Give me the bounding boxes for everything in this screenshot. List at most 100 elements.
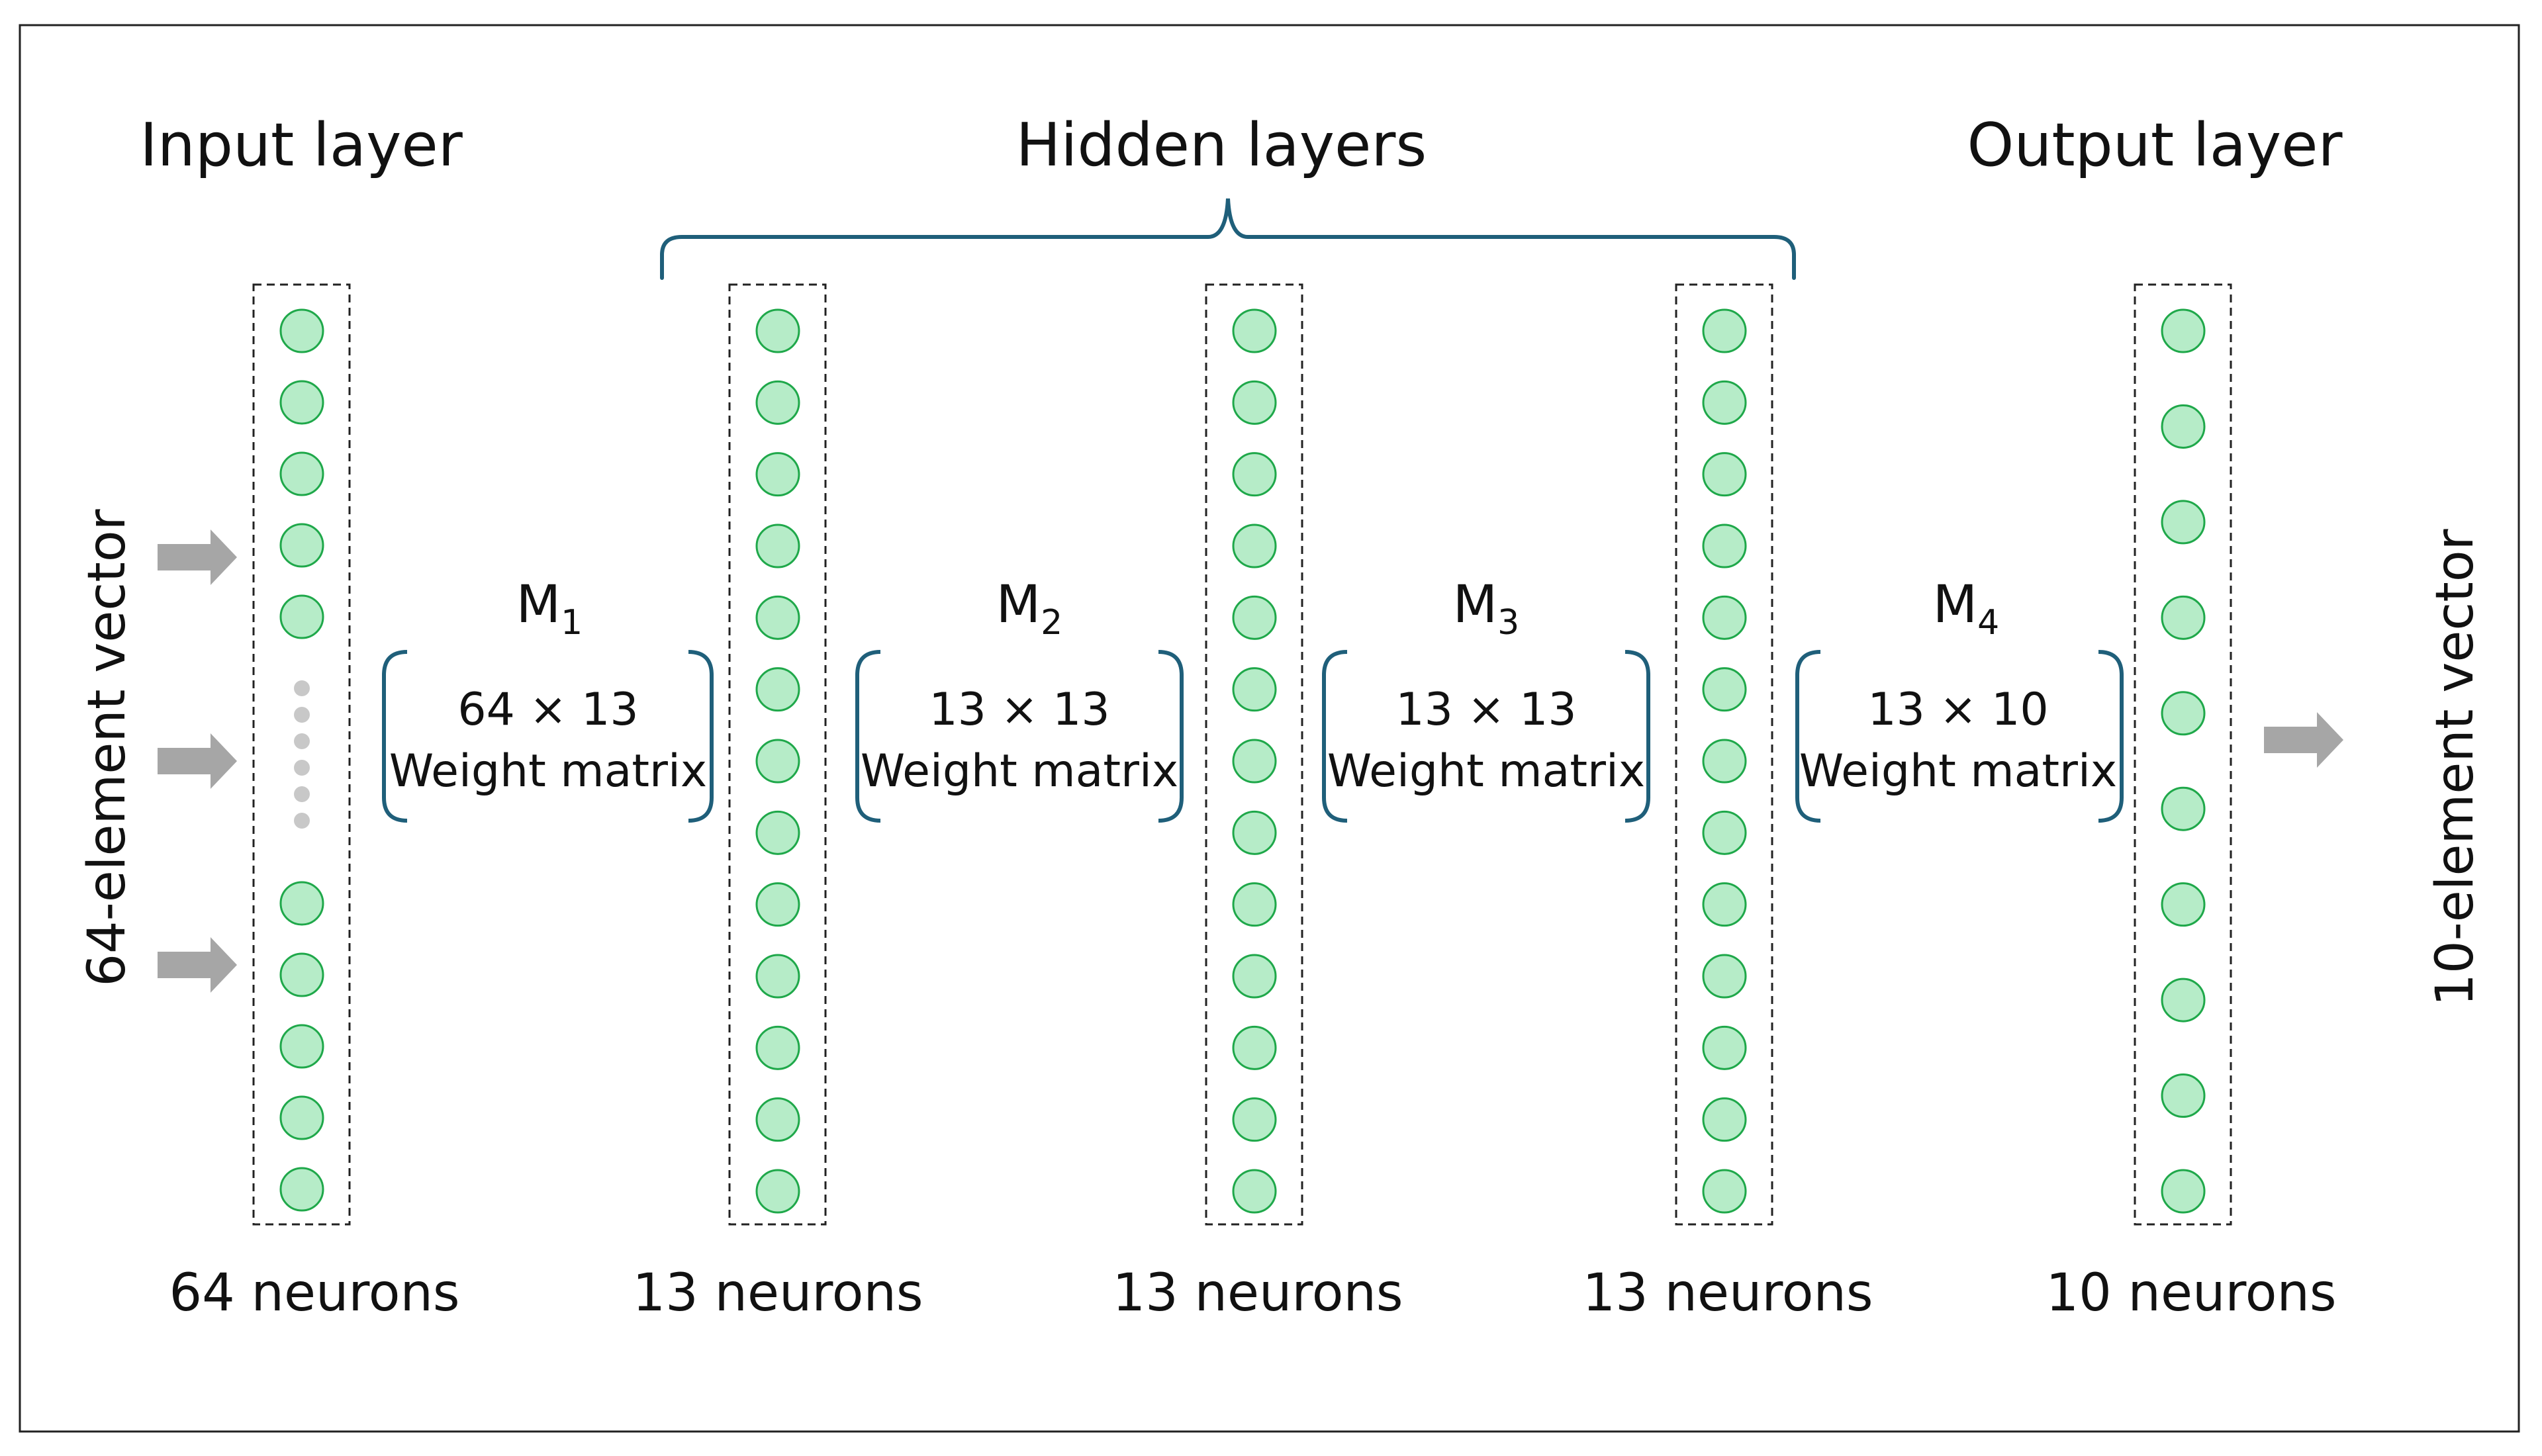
neuron (755, 1025, 800, 1070)
matrix-right-bracket (2098, 650, 2124, 823)
input-arrow-icon (158, 529, 237, 585)
neuron (755, 882, 800, 927)
hidden-layer-2-column (1205, 283, 1303, 1226)
layer-box (252, 283, 351, 1226)
neuron (1232, 595, 1277, 640)
input-arrow-icon (158, 733, 237, 789)
weight-matrix-1: M1 64 × 13 Weight matrix (382, 575, 714, 823)
layer-box (728, 283, 827, 1226)
input-layer-title: Input layer (140, 111, 462, 180)
weight-matrix-2: M2 13 × 13 Weight matrix (855, 575, 1184, 823)
neuron (2161, 1073, 2206, 1118)
neuron (755, 1169, 800, 1214)
layer-box (1675, 283, 1773, 1226)
neuron (1702, 1025, 1747, 1070)
neuron (755, 954, 800, 999)
neuron (1232, 667, 1277, 712)
hidden-layer-1-column (728, 283, 827, 1226)
matrix-caption: Weight matrix (1799, 745, 2117, 797)
ellipsis-dot (294, 786, 310, 802)
input-arrows (158, 529, 237, 993)
neuron (1702, 308, 1747, 353)
matrix-caption: Weight matrix (1327, 745, 1645, 797)
neuron (755, 595, 800, 640)
ellipsis-dot (294, 707, 310, 723)
hidden-layer-3-column (1675, 283, 1773, 1226)
neuron (279, 523, 324, 568)
matrix-caption: Weight matrix (389, 745, 707, 797)
neuron (755, 739, 800, 784)
output-vector-label: 10-element vector (2425, 528, 2485, 1006)
neuron (279, 1167, 324, 1212)
neuron (279, 380, 324, 425)
neuron (755, 380, 800, 425)
neuron (1232, 810, 1277, 855)
neuron (1232, 1097, 1277, 1142)
neuron (1232, 739, 1277, 784)
ellipsis-dot (294, 760, 310, 776)
ellipsis-dot (294, 733, 310, 749)
neuron (279, 1095, 324, 1140)
input-vector-label: 64-element vector (77, 508, 137, 986)
matrix-left-bracket (1322, 650, 1348, 823)
hidden-layers-title: Hidden layers (1016, 111, 1427, 180)
output-layer-title: Output layer (1967, 111, 2342, 180)
neuron (279, 1024, 324, 1069)
matrix-dims: 64 × 13 (457, 684, 638, 736)
neuron (279, 451, 324, 496)
matrix-right-bracket (1624, 650, 1650, 823)
layer-count-label: 13 neurons (1582, 1263, 1873, 1323)
neuron (279, 952, 324, 997)
neuron (1702, 810, 1747, 855)
ellipsis-dot (294, 813, 310, 829)
neuron (1702, 452, 1747, 497)
layer-count-label: 10 neurons (2046, 1263, 2336, 1323)
neuron (1232, 523, 1277, 569)
neuron (2161, 691, 2206, 736)
neuron (1702, 595, 1747, 640)
neuron (755, 810, 800, 855)
weight-matrix-4: M4 13 × 10 Weight matrix (1795, 575, 2124, 823)
layer-count-label: 13 neurons (632, 1263, 923, 1323)
output-arrow-icon (2264, 712, 2343, 768)
neuron (2161, 882, 2206, 927)
neuron (1702, 739, 1747, 784)
neuron (279, 881, 324, 926)
layer-box (2134, 283, 2232, 1226)
neuron (279, 594, 324, 639)
neuron (755, 308, 800, 353)
matrix-dims: 13 × 13 (1395, 684, 1576, 736)
matrix-left-bracket (855, 650, 881, 823)
neuron (755, 1097, 800, 1142)
neuron (2161, 786, 2206, 831)
ellipsis-dot (294, 680, 310, 696)
neuron (1232, 308, 1277, 353)
neuron (2161, 308, 2206, 353)
neuron (755, 523, 800, 569)
matrix-caption: Weight matrix (861, 745, 1178, 797)
neuron (1232, 882, 1277, 927)
neuron (1702, 523, 1747, 569)
matrix-dims: 13 × 10 (1867, 684, 2048, 736)
layer-count-label: 13 neurons (1112, 1263, 1403, 1323)
hidden-layers-brace (660, 198, 1796, 280)
neuron (1702, 954, 1747, 999)
output-layer-column (2134, 283, 2232, 1226)
neuron (1702, 380, 1747, 425)
neuron (2161, 1169, 2206, 1214)
layer-count-label: 64 neurons (169, 1263, 459, 1323)
neuron (1702, 882, 1747, 927)
matrix-left-bracket (1795, 650, 1821, 823)
input-layer-column (252, 283, 351, 1226)
neuron (1232, 954, 1277, 999)
neuron (755, 452, 800, 497)
neuron (1232, 1169, 1277, 1214)
neuron (1232, 452, 1277, 497)
neuron (2161, 595, 2206, 640)
neuron (2161, 978, 2206, 1023)
weight-matrix-3: M3 13 × 13 Weight matrix (1322, 575, 1650, 823)
input-arrow-icon (158, 937, 237, 993)
neuron (1232, 380, 1277, 425)
